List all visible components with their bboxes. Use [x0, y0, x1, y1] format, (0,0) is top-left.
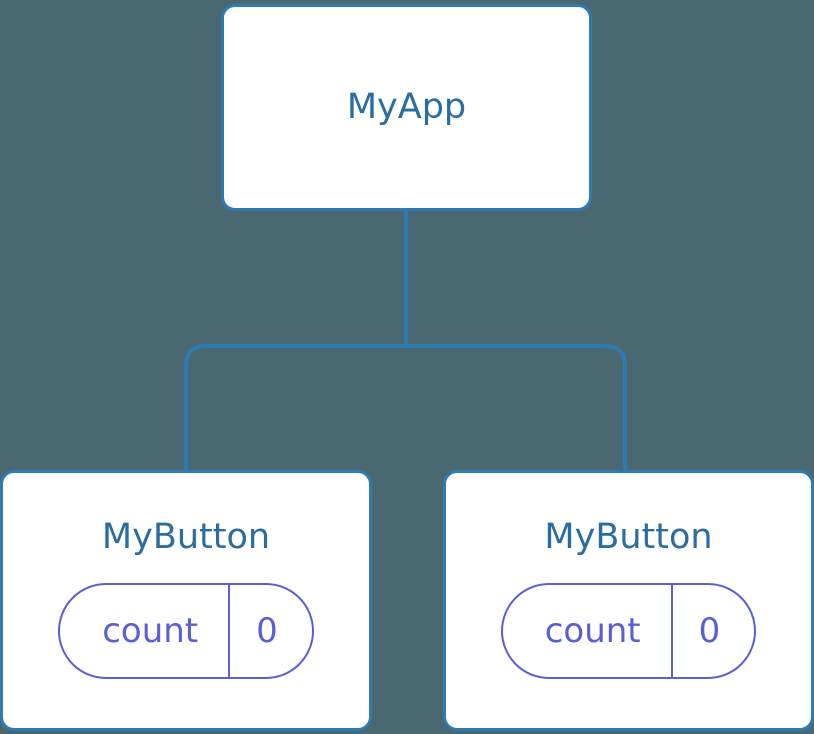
state-key: count — [102, 611, 199, 651]
node-label: MyButton — [544, 517, 713, 557]
edge-to-child-1 — [406, 344, 627, 470]
edge-to-child-0 — [184, 344, 406, 470]
state-pill[interactable]: count 0 — [500, 583, 757, 679]
state-value: 0 — [228, 585, 312, 677]
tree-node-root[interactable]: MyApp — [221, 4, 592, 211]
node-label: MyButton — [101, 517, 271, 557]
tree-node-child-1[interactable]: MyButton count 0 — [443, 470, 814, 731]
tree-node-child-0[interactable]: MyButton count 0 — [0, 470, 372, 731]
node-label: MyApp — [346, 87, 467, 127]
state-value: 0 — [670, 585, 755, 677]
state-key: count — [544, 611, 641, 651]
state-pill[interactable]: count 0 — [58, 583, 314, 679]
